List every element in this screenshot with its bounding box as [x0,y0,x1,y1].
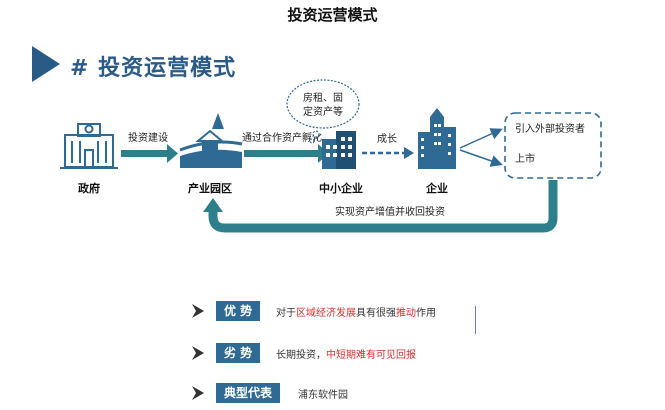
outcomes-box [504,112,602,179]
return-loop-arrow [208,180,558,233]
edge-invest-build-label: 投资建设 [128,131,168,144]
row-representative: 典型代表 浦东软件园 [190,382,480,404]
investment-flow-diagram: 政府 投资建设 产业园区 通过合作资产孵化 房租、固 定资产等 中小企业 [60,79,602,233]
row-disadvantage: 劣 势 长期投资，中短期难有可见回报 [190,342,480,364]
badge-advantage: 优 势 [216,301,261,321]
chevron-right-icon [192,304,204,318]
government-building-icon [60,123,118,169]
outcome-listing: 上市 [515,152,535,165]
enterprise-buildings-icon [418,108,456,169]
node-sme-label: 中小企业 [319,181,363,195]
badge-representative: 典型代表 [216,383,281,403]
row-disadvantage-desc: 长期投资，中短期难有可见回报 [276,350,416,361]
divider-line [475,306,476,334]
node-industrial-park-label: 产业园区 [188,181,232,195]
row-representative-desc: 浦东软件园 [298,390,348,401]
badge-disadvantage: 劣 势 [216,343,261,363]
node-government-label: 政府 [78,181,100,195]
cloud-text-line1: 房租、固 [303,91,343,104]
page-title: 投资运营模式 [287,6,378,24]
node-enterprise-label: 企业 [425,181,448,195]
chevron-right-icon [192,386,204,400]
outcome-external-investors: 引入外部投资者 [515,122,585,135]
cloud-text-line2: 定资产等 [303,105,343,118]
edge-incubation-label: 通过合作资产孵化 [242,131,322,144]
row-advantage: 优 势 对于区域经济发展具有很强推动作用 [190,300,480,322]
chevron-right-icon [192,346,204,360]
row-advantage-desc: 对于区域经济发展具有很强推动作用 [276,308,436,319]
section-heading-text: # 投资运营模式 [70,56,237,81]
assets-cloud-callout [286,79,360,144]
industrial-park-icon [179,113,243,168]
triangle-marker-icon [32,46,60,82]
edge-growth-label: 成长 [377,133,397,145]
sme-building-icon [322,131,356,169]
edge-return-label: 实现资产增值并收回投资 [335,205,445,218]
